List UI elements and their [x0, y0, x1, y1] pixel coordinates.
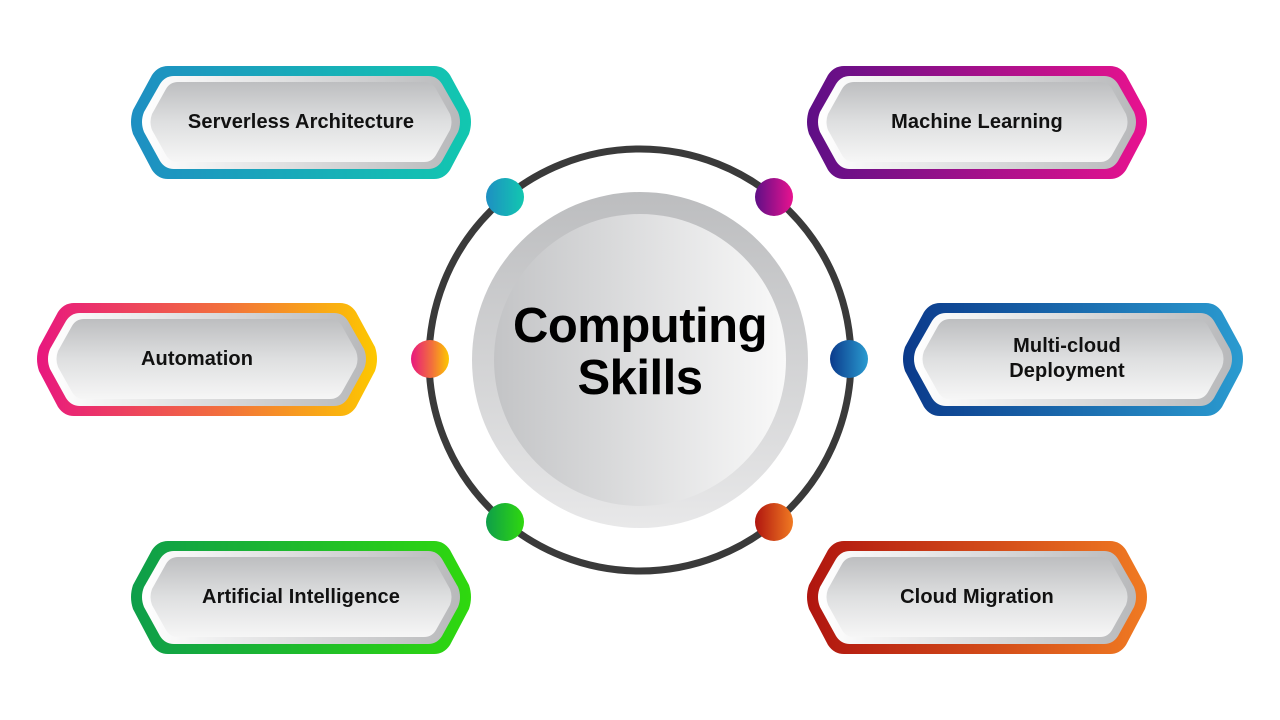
label-machine-learning: Machine Learning [891, 110, 1063, 133]
label-automation: Automation [140, 347, 254, 370]
hex-artificial-intelligence [131, 541, 471, 654]
dot-machine-learning [755, 178, 793, 216]
dot-artificial-intelligence [486, 503, 524, 541]
dot-automation [411, 340, 449, 378]
center-title-line2: Skills [577, 351, 703, 405]
hex-serverless-architecture [131, 66, 471, 179]
center-disc-inner [494, 214, 786, 506]
hex-machine-learning [807, 66, 1147, 179]
label-multi-cloud-deployment: Multi-cloud Deployment [1009, 335, 1125, 382]
hex-cloud-migration [807, 541, 1147, 654]
dot-cloud-migration [755, 503, 793, 541]
dot-multi-cloud [830, 340, 868, 378]
hex-automation [37, 303, 377, 416]
label-cloud-migration: Cloud Migration [900, 585, 1054, 608]
label-artificial-intelligence: Artificial Intelligence [202, 585, 400, 608]
label-serverless-architecture: Serverless Architecture [187, 110, 415, 133]
center-title-line1: Computing [512, 299, 768, 353]
hex-multi-cloud-deployment [903, 303, 1243, 416]
dot-serverless [486, 178, 524, 216]
center-title: Computing Skills [490, 300, 790, 404]
